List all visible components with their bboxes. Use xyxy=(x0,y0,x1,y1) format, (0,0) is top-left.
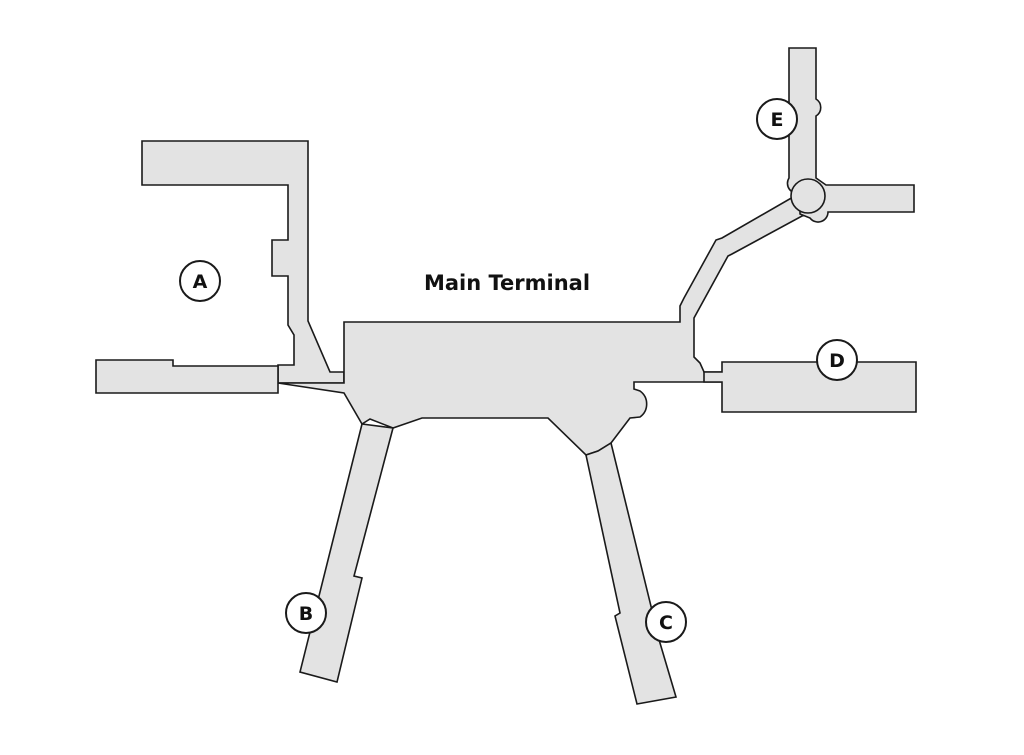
concourse-b-marker[interactable]: B xyxy=(285,592,327,634)
concourse-b-marker-circle xyxy=(285,592,327,634)
concourse-c-marker-circle xyxy=(645,601,687,643)
concourse-c-building[interactable] xyxy=(585,441,678,705)
concourse-c-marker-label: C xyxy=(659,612,673,634)
concourse-d-building[interactable] xyxy=(703,361,917,413)
concourse-c-marker[interactable]: C xyxy=(645,601,687,643)
concourse-a-marker-circle xyxy=(179,260,221,302)
main-terminal-label: Main Terminal xyxy=(424,271,590,295)
concourse-a-building[interactable] xyxy=(141,140,345,384)
concourse-e-marker-circle xyxy=(756,98,798,140)
concourse-d-marker-circle xyxy=(816,339,858,381)
concourse-e-junction-node xyxy=(790,178,826,214)
concourse-b-building[interactable] xyxy=(299,423,395,683)
concourse-e-marker[interactable]: E xyxy=(756,98,798,140)
concourse-e-marker-label: E xyxy=(771,109,784,131)
concourse-d-marker-label: D xyxy=(829,350,845,372)
concourse-b-marker-label: B xyxy=(299,603,313,625)
concourse-a-marker[interactable]: A xyxy=(179,260,221,302)
main-terminal-building[interactable] xyxy=(277,188,811,456)
concourse-d-marker[interactable]: D xyxy=(816,339,858,381)
concourse-a-marker-label: A xyxy=(193,271,208,293)
concourse-a-west-arm[interactable] xyxy=(95,359,279,394)
